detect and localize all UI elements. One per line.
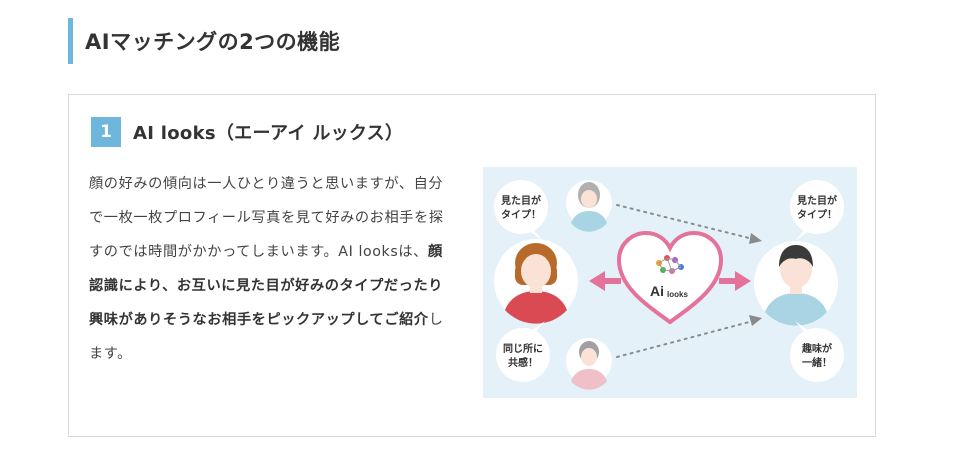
dotted-arrow-top xyxy=(616,204,762,244)
man-small-avatar xyxy=(566,338,612,390)
ai-looks-illustration: Ai looks xyxy=(483,167,857,398)
logo-ai-text: Ai xyxy=(650,283,664,299)
description-text: 顔の好みの傾向は一人ひとり違うと思いますが、自分で一枚一枚プロフィール写真を見て… xyxy=(89,176,444,260)
bubble-top-right-line1: 見た目が xyxy=(796,194,838,207)
brain-logo-icon xyxy=(656,255,684,274)
feature-number-badge: 1 xyxy=(91,117,121,147)
feature-heading: 1 AI looks（エーアイ ルックス） xyxy=(91,117,403,147)
feature-title: AI looks（エーアイ ルックス） xyxy=(133,123,404,144)
illustration-svg: Ai looks xyxy=(494,180,844,390)
bubble-bottom-right-line2: 一緒！ xyxy=(802,356,832,369)
heart-icon xyxy=(616,230,724,325)
bubble-bottom-right-line1: 趣味が xyxy=(801,342,833,355)
description-bold-text: 顔認識により、お互いに見た目が好みのタイプだったり興味がありそうなお相手をピック… xyxy=(89,244,444,328)
bubble-top-right-line2: タイプ！ xyxy=(797,208,837,221)
bubble-top-left: 見た目が タイプ！ xyxy=(494,180,548,241)
pink-arrow-left xyxy=(589,271,621,291)
dotted-arrow-bottom xyxy=(616,315,762,358)
bubble-bottom-left-line1: 同じ所に xyxy=(503,342,543,355)
woman-avatar xyxy=(494,239,578,324)
man-avatar xyxy=(754,241,838,326)
bubble-bottom-left: 同じ所に 共感！ xyxy=(496,321,550,382)
section-title: AIマッチングの2つの機能 xyxy=(68,18,340,64)
feature-card: 1 AI looks（エーアイ ルックス） 顔の好みの傾向は一人ひとり違うと思い… xyxy=(68,94,876,437)
feature-description: 顔の好みの傾向は一人ひとり違うと思いますが、自分で一枚一枚プロフィール写真を見て… xyxy=(89,167,447,371)
description-text-end: します。 xyxy=(89,312,444,362)
woman-small-avatar xyxy=(566,180,612,232)
bubble-bottom-right: 趣味が 一緒！ xyxy=(790,321,844,382)
bubble-top-right: 見た目が タイプ！ xyxy=(790,180,844,241)
logo-looks-text: looks xyxy=(667,290,688,299)
bubble-top-left-line2: タイプ！ xyxy=(501,208,541,221)
pink-arrow-right xyxy=(719,271,751,291)
bubble-top-left-line1: 見た目が xyxy=(500,194,542,207)
bubble-bottom-left-line2: 共感！ xyxy=(508,356,538,369)
